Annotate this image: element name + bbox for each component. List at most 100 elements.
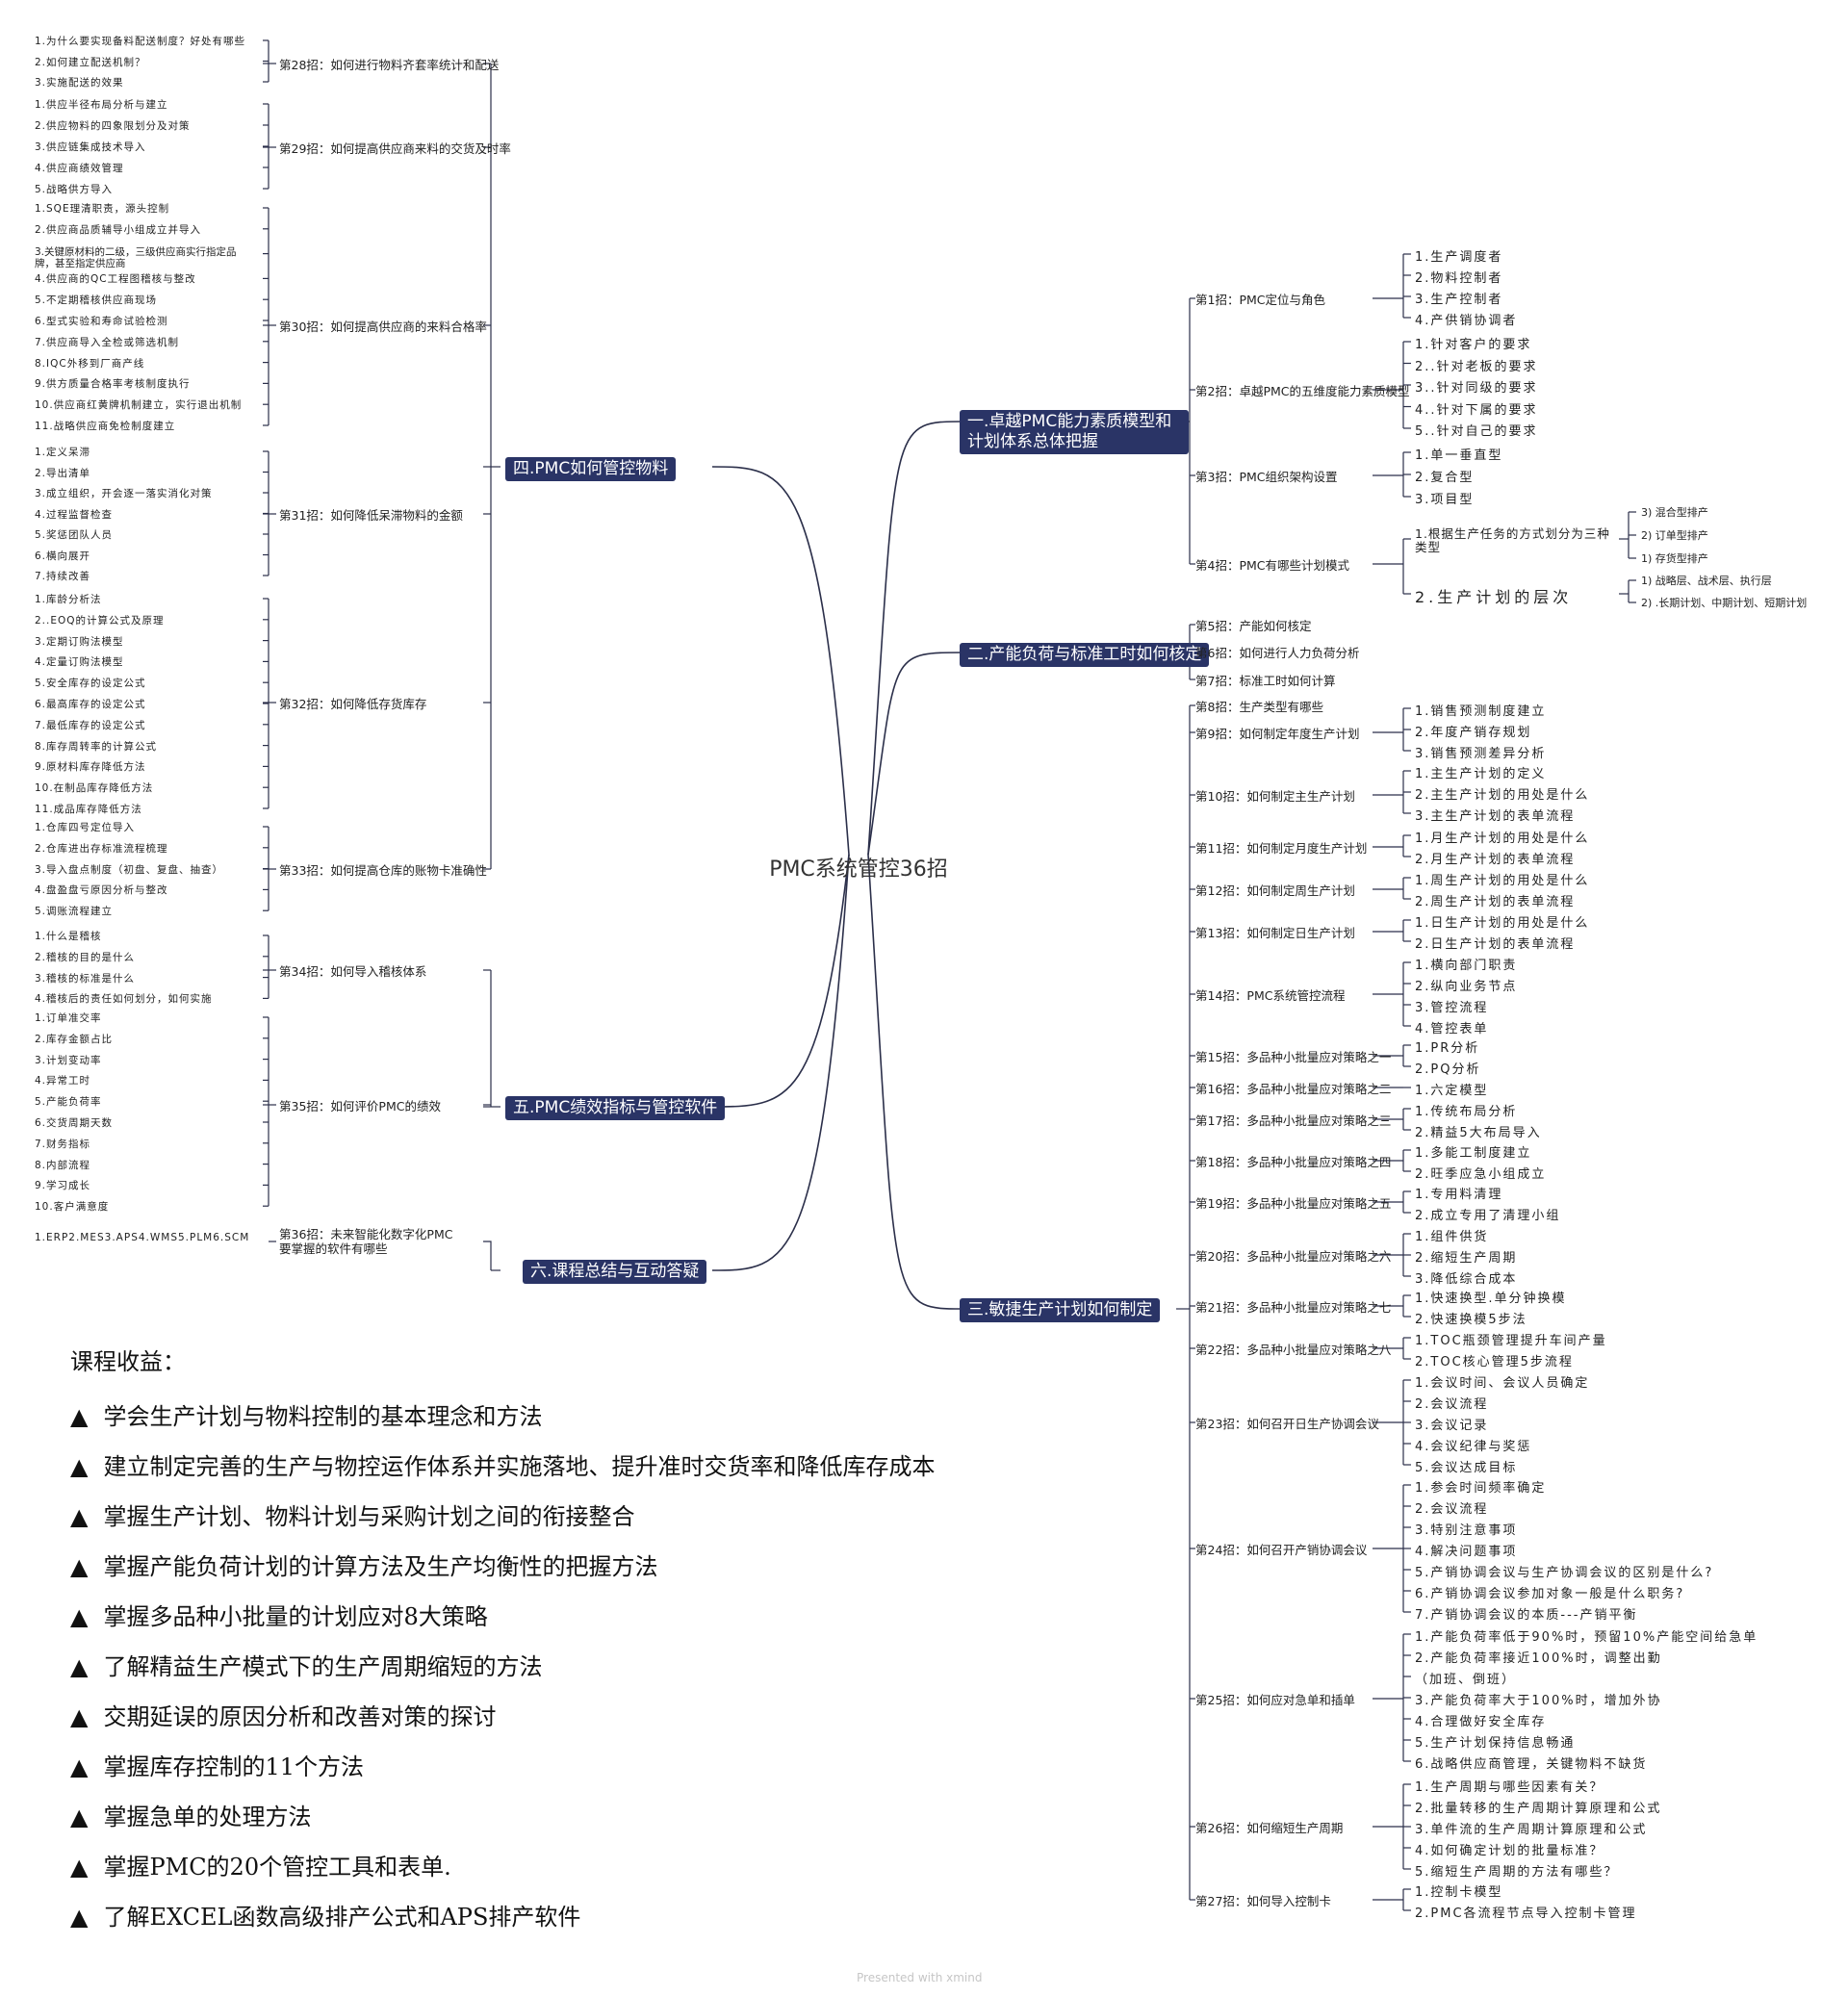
leaf-s26-2[interactable]: 2.批量转移的生产周期计算原理和公式 <box>1415 1802 1662 1816</box>
sub-topic-s1[interactable]: 第1招：PMC定位与角色 <box>1195 293 1326 307</box>
leaf-s30-9[interactable]: 9.供方质量合格率考核制度执行 <box>35 378 191 391</box>
leaf-s11-2[interactable]: 2.月生产计划的表单流程 <box>1415 853 1576 867</box>
leaf-s25-7[interactable]: 6.战略供应商管理，关键物料不缺货 <box>1415 1757 1648 1772</box>
sub-topic-s28[interactable]: 第28招：如何进行物料齐套率统计和配送 <box>279 58 500 72</box>
leaf-s24-7[interactable]: 7.产销协调会议的本质---产销平衡 <box>1415 1608 1638 1623</box>
leaf-s19-1[interactable]: 1.专用料清理 <box>1415 1188 1503 1202</box>
leaf-s32-9[interactable]: 9.原材料库存降低方法 <box>35 761 146 774</box>
leaf-s25-1[interactable]: 1.产能负荷率低于90%时，预留10%产能空间给急单 <box>1415 1630 1758 1645</box>
leaf-s26-1[interactable]: 1.生产周期与哪些因素有关？ <box>1415 1780 1604 1795</box>
sub-topic-s26[interactable]: 第26招：如何缩短生产周期 <box>1195 1821 1344 1835</box>
leaf-s36-1[interactable]: 1.ERP2.MES3.APS4.WMS5.PLM6.SCM <box>35 1232 250 1243</box>
sub-topic-s23[interactable]: 第23招：如何召开日生产协调会议 <box>1195 1417 1379 1431</box>
sub-topic-s34[interactable]: 第34招：如何导入稽核体系 <box>279 964 427 979</box>
leaf-s4-1[interactable]: 1.根据生产任务的方式划分为三种类型 <box>1415 526 1610 554</box>
sub-topic-s13[interactable]: 第13招：如何制定日生产计划 <box>1195 926 1355 940</box>
sub-topic-s21[interactable]: 第21招：多品种小批量应对策略之七 <box>1195 1300 1392 1315</box>
leaf-s17-1[interactable]: 1.传统布局分析 <box>1415 1105 1518 1119</box>
sub-topic-s16[interactable]: 第16招：多品种小批量应对策略之二 <box>1195 1082 1392 1096</box>
leaf-s20-3[interactable]: 3.降低综合成本 <box>1415 1272 1518 1287</box>
leaf-s24-3[interactable]: 3.特别注意事项 <box>1415 1523 1518 1538</box>
branch-1[interactable]: 一.卓越PMC能力素质模型和计划体系总体把握 <box>960 410 1189 454</box>
leaf-s26-5[interactable]: 5.缩短生产周期的方法有哪些？ <box>1415 1865 1619 1880</box>
leaf-s25-4[interactable]: 3.产能负荷率大于100%时，增加外协 <box>1415 1694 1662 1708</box>
leaf-s32-4[interactable]: 4.定量订购法模型 <box>35 656 124 669</box>
leaf-s34-4[interactable]: 4.稽核后的责任如何划分，如何实施 <box>35 993 213 1006</box>
leaf-s3-1[interactable]: 1.单一垂直型 <box>1415 448 1503 463</box>
leaf-s35-9[interactable]: 9.学习成长 <box>35 1180 91 1192</box>
leaf-s4a-1[interactable]: 3) 混合型排产 <box>1641 506 1708 519</box>
leaf-s33-4[interactable]: 4.盘盈盘亏原因分析与整改 <box>35 884 168 897</box>
sub-topic-s11[interactable]: 第11招：如何制定月度生产计划 <box>1195 841 1368 856</box>
leaf-s23-4[interactable]: 4.会议纪律与奖惩 <box>1415 1440 1532 1454</box>
leaf-s18-1[interactable]: 1.多能工制度建立 <box>1415 1146 1532 1161</box>
sub-topic-s17[interactable]: 第17招：多品种小批量应对策略之三 <box>1195 1113 1392 1128</box>
leaf-s31-1[interactable]: 1.定义呆滞 <box>35 447 91 458</box>
leaf-s22-1[interactable]: 1.TOC瓶颈管理提升车间产量 <box>1415 1334 1607 1348</box>
leaf-s2-5[interactable]: 5..针对自己的要求 <box>1415 424 1538 439</box>
leaf-s29-5[interactable]: 5.战略供方导入 <box>35 184 114 195</box>
leaf-s35-8[interactable]: 8.内部流程 <box>35 1159 91 1171</box>
sub-topic-s32[interactable]: 第32招：如何降低存货库存 <box>279 697 427 711</box>
leaf-s23-2[interactable]: 2.会议流程 <box>1415 1397 1489 1412</box>
leaf-s30-11[interactable]: 11.战略供应商免检制度建立 <box>35 421 176 432</box>
leaf-s30-5[interactable]: 5.不定期稽核供应商现场 <box>35 294 158 307</box>
sub-topic-s35[interactable]: 第35招：如何评价PMC的绩效 <box>279 1099 441 1113</box>
leaf-s30-6[interactable]: 6.型式实验和寿命试验检测 <box>35 316 168 327</box>
leaf-s15-2[interactable]: 2.PQ分析 <box>1415 1062 1481 1077</box>
leaf-s34-3[interactable]: 3.稽核的标准是什么 <box>35 972 136 985</box>
sub-topic-s22[interactable]: 第22招：多品种小批量应对策略之八 <box>1195 1343 1392 1357</box>
leaf-s14-3[interactable]: 3.管控流程 <box>1415 1001 1489 1015</box>
leaf-s35-4[interactable]: 4.异常工时 <box>35 1075 91 1088</box>
leaf-s32-7[interactable]: 7.最低库存的设定公式 <box>35 719 146 731</box>
leaf-s10-1[interactable]: 1.主生产计划的定义 <box>1415 767 1547 781</box>
sub-topic-s19[interactable]: 第19招：多品种小批量应对策略之五 <box>1195 1196 1392 1211</box>
sub-topic-s30[interactable]: 第30招：如何提高供应商的来料合格率 <box>279 320 487 334</box>
leaf-s12-2[interactable]: 2.周生产计划的表单流程 <box>1415 895 1576 909</box>
leaf-s24-6[interactable]: 6.产销协调会议参加对象一般是什么职务? <box>1415 1587 1685 1601</box>
leaf-s2-4[interactable]: 4..针对下属的要求 <box>1415 402 1538 418</box>
sub-topic-s25[interactable]: 第25招：如何应对急单和插单 <box>1195 1693 1355 1707</box>
leaf-s3-3[interactable]: 3.项目型 <box>1415 493 1475 507</box>
leaf-s13-1[interactable]: 1.日生产计划的用处是什么 <box>1415 916 1590 931</box>
leaf-s19-2[interactable]: 2.成立专用了清理小组 <box>1415 1209 1561 1223</box>
sub-topic-s36[interactable]: 第36招：未来智能化数字化PMC要掌握的软件有哪些 <box>279 1227 453 1256</box>
leaf-s31-4[interactable]: 4.过程监督检查 <box>35 508 114 521</box>
leaf-s27-2[interactable]: 2.PMC各流程节点导入控制卡管理 <box>1415 1906 1637 1921</box>
leaf-s17-2[interactable]: 2.精益5大布局导入 <box>1415 1126 1542 1140</box>
leaf-s35-10[interactable]: 10.客户满意度 <box>35 1201 110 1214</box>
leaf-s2-2[interactable]: 2..针对老板的要求 <box>1415 359 1538 374</box>
leaf-s30-3[interactable]: 3.关键原材料的二级，三级供应商实行指定品牌，甚至指定供应商 <box>35 245 237 269</box>
leaf-s33-2[interactable]: 2.仓库进出存标准流程梳理 <box>35 842 168 855</box>
leaf-s25-2[interactable]: 2.产能负荷率接近100%时，调整出勤 <box>1415 1651 1662 1666</box>
leaf-s31-3[interactable]: 3.成立组织，开会逐一落实消化对策 <box>35 488 213 499</box>
branch-2[interactable]: 二.产能负荷与标准工时如何核定 <box>960 643 1210 667</box>
leaf-s35-1[interactable]: 1.订单准交率 <box>35 1012 102 1024</box>
leaf-s25-6[interactable]: 5.生产计划保持信息畅通 <box>1415 1736 1576 1751</box>
leaf-s2-1[interactable]: 1.针对客户的要求 <box>1415 338 1532 352</box>
leaf-s35-2[interactable]: 2.库存金额占比 <box>35 1033 114 1045</box>
leaf-s33-5[interactable]: 5.调账流程建立 <box>35 906 114 918</box>
leaf-s4b-2[interactable]: 2) .长期计划、中期计划、短期计划 <box>1641 597 1808 609</box>
leaf-s10-3[interactable]: 3.主生产计划的表单流程 <box>1415 809 1576 824</box>
leaf-s30-2[interactable]: 2.供应商品质辅导小组成立并导入 <box>35 223 202 236</box>
leaf-s23-3[interactable]: 3.会议记录 <box>1415 1419 1489 1433</box>
sub-topic-s12[interactable]: 第12招：如何制定周生产计划 <box>1195 883 1355 898</box>
leaf-s32-6[interactable]: 6.最高库存的设定公式 <box>35 699 146 710</box>
leaf-s29-2[interactable]: 2.供应物料的四象限划分及对策 <box>35 120 191 132</box>
leaf-s32-2[interactable]: 2..EOQ的计算公式及原理 <box>35 614 165 627</box>
leaf-s1-2[interactable]: 2.物料控制者 <box>1415 271 1503 286</box>
branch-5[interactable]: 五.PMC绩效指标与管控软件 <box>505 1096 726 1120</box>
leaf-s31-5[interactable]: 5.奖惩团队人员 <box>35 529 114 541</box>
sub-topic-s29[interactable]: 第29招：如何提高供应商来料的交货及时率 <box>279 141 511 156</box>
leaf-s2-3[interactable]: 3..针对同级的要求 <box>1415 381 1538 396</box>
leaf-s24-2[interactable]: 2.会议流程 <box>1415 1502 1489 1517</box>
leaf-s35-6[interactable]: 6.交货周期天数 <box>35 1117 114 1129</box>
leaf-s28-2[interactable]: 2.如何建立配送机制？ <box>35 56 146 68</box>
leaf-s33-3[interactable]: 3.导入盘点制度（初盘、复盘、抽查） <box>35 863 224 876</box>
leaf-s23-5[interactable]: 5.会议达成目标 <box>1415 1461 1518 1475</box>
sub-topic-s24[interactable]: 第24招：如何召开产销协调会议 <box>1195 1543 1368 1557</box>
branch-3[interactable]: 三.敏捷生产计划如何制定 <box>960 1298 1161 1322</box>
leaf-s34-2[interactable]: 2.稽核的目的是什么 <box>35 951 136 963</box>
leaf-s35-5[interactable]: 5.产能负荷率 <box>35 1096 102 1109</box>
